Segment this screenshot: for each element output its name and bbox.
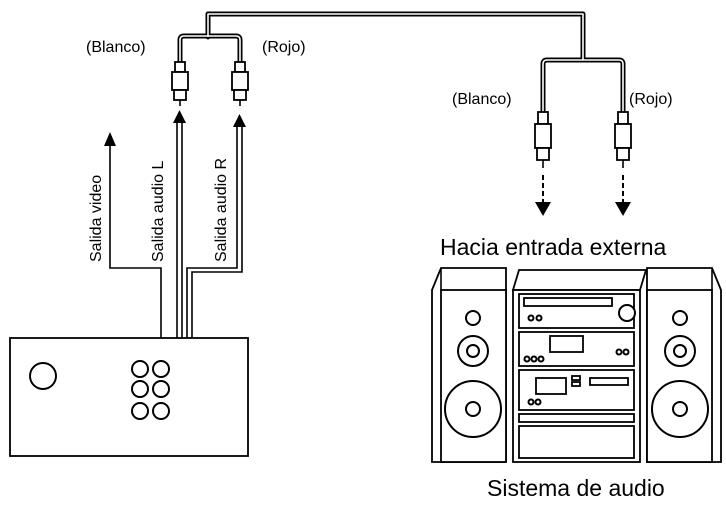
right-speaker	[646, 267, 722, 463]
audio-r-out-label: Salida audio R	[213, 158, 230, 262]
plug-red-player	[231, 61, 249, 106]
plug-white-audio	[534, 111, 552, 168]
arrow-down-white	[535, 175, 551, 216]
player-white-label: (Blanco)	[86, 39, 146, 56]
external-input-label: Hacia entrada externa	[440, 234, 667, 260]
audio-white-label: (Blanco)	[452, 91, 512, 108]
plug-white-player	[171, 61, 189, 106]
arrow-up-video	[104, 132, 116, 146]
audio-l-out-label: Salida audio L	[150, 160, 167, 262]
video-out-label: Salida video	[88, 175, 105, 262]
arrow-up-audio-l	[173, 110, 186, 123]
player-device	[9, 337, 249, 457]
arrow-up-audio-r	[233, 114, 246, 127]
power-knob-icon	[29, 362, 57, 390]
plug-red-audio	[614, 111, 632, 168]
audio-system-label: Sistema de audio	[487, 475, 665, 501]
left-speaker	[431, 267, 507, 463]
stereo-rack	[511, 269, 648, 463]
arrow-down-red	[615, 175, 631, 216]
audio-red-label: (Rojo)	[629, 91, 673, 108]
rca-cable	[177, 11, 626, 115]
player-red-label: (Rojo)	[262, 39, 306, 56]
